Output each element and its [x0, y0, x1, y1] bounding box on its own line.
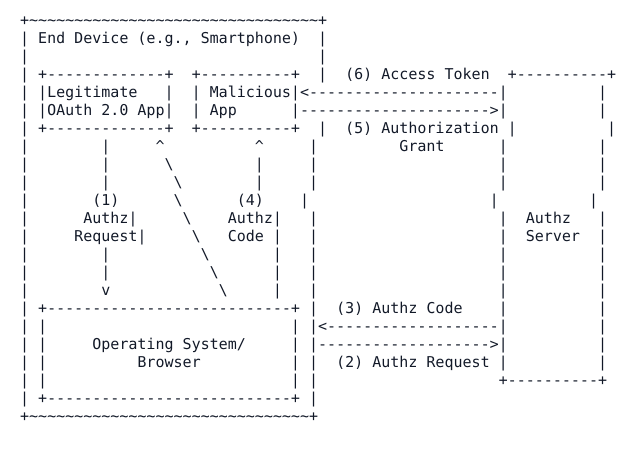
ascii-art-diagram: +~~~~~~~~~~~~~~~~~~~~~~~~~~~~~~~~+ | End… [20, 11, 617, 425]
